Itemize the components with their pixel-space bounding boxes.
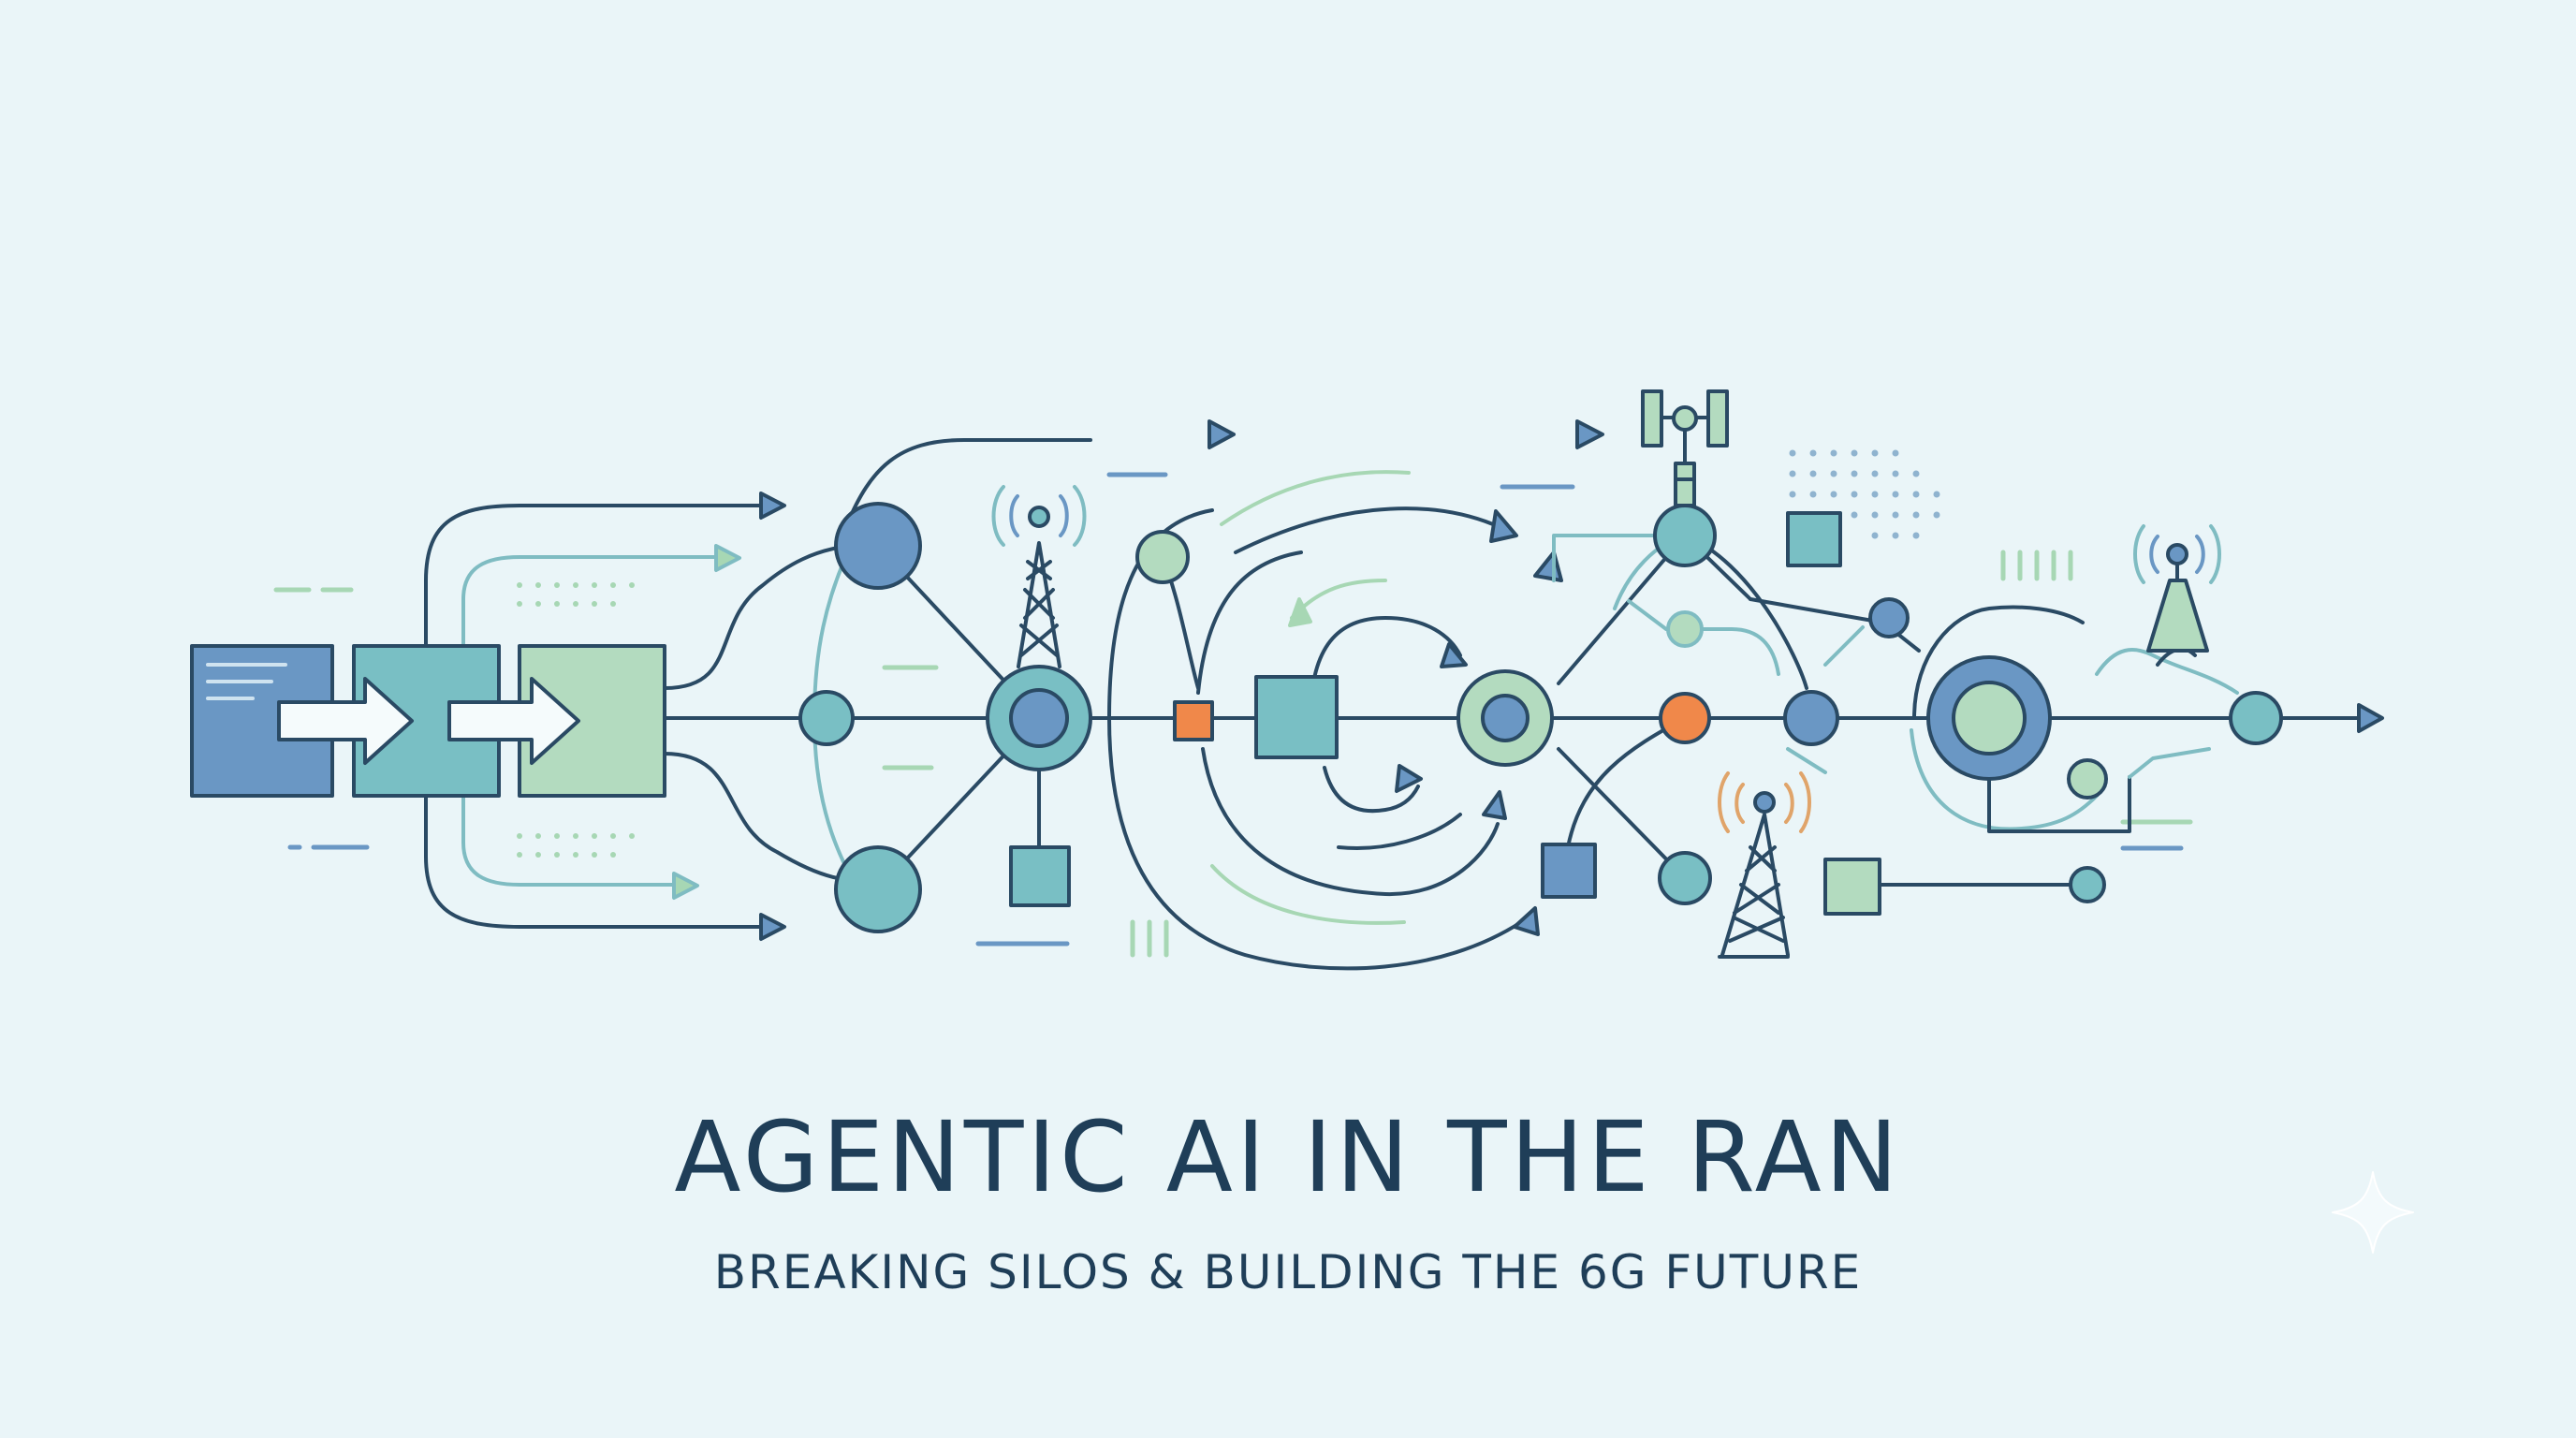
- left-flow-curves: [424, 438, 1092, 929]
- square-node: [1823, 858, 1881, 916]
- cell-tower-icon: [1718, 791, 1790, 959]
- arrowhead-icon: [759, 419, 1604, 941]
- arrowhead-icon: [672, 544, 741, 900]
- page-title: AGENTIC AI IN THE RAN: [674, 1100, 1902, 1214]
- antenna-signal-icon: [1718, 771, 1811, 833]
- square-node: [1786, 511, 1842, 567]
- decorative-bars: [1130, 550, 2073, 958]
- decorative-dashes: [273, 472, 2193, 946]
- orange-square-node: [1173, 700, 1214, 741]
- end-arrowhead-icon: [2357, 703, 2384, 733]
- network-node: [2067, 758, 2108, 800]
- small-tower-icon: [2146, 543, 2209, 653]
- square-node: [1254, 675, 1339, 759]
- square-node: [1541, 843, 1597, 899]
- process-chain: [190, 644, 666, 798]
- arrowhead-icon: [1288, 509, 1563, 936]
- network-node: [1666, 610, 1704, 648]
- page-subtitle: BREAKING SILOS & BUILDING THE 6G FUTURE: [713, 1245, 1863, 1299]
- network-node: [2069, 866, 2106, 903]
- document-block-icon: [190, 644, 334, 798]
- sparkle-icon: [2332, 1171, 2414, 1254]
- process-arrow-icon: [277, 677, 414, 765]
- square-node: [1009, 845, 1071, 907]
- network-node: [834, 845, 922, 933]
- antenna-signal-icon: [991, 485, 1087, 547]
- network-node: [1868, 597, 1910, 638]
- network-node: [1135, 530, 1190, 584]
- network-nodes: [798, 502, 2283, 933]
- network-node: [798, 690, 855, 746]
- network-node: [834, 502, 922, 590]
- antenna-signal-icon: [2133, 524, 2221, 584]
- decorative-dots: [517, 449, 1940, 858]
- orange-node: [1659, 692, 1711, 744]
- network-node: [2229, 691, 2283, 745]
- network-node: [1658, 851, 1712, 905]
- rooftop-antenna-icon: [1641, 389, 1729, 507]
- cell-tower-icon: [1017, 506, 1061, 668]
- network-node: [1783, 690, 1839, 746]
- process-arrow-icon: [447, 677, 580, 765]
- network-edges-light: [1552, 534, 2211, 779]
- network-node: [1653, 504, 1717, 567]
